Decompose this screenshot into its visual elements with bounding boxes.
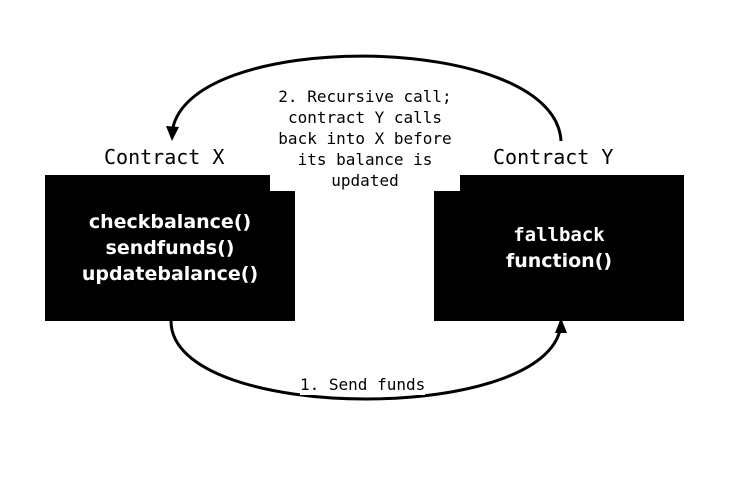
recursive-call-arrow — [170, 54, 563, 142]
recursive-call-label: 2. Recursive call; contract Y calls back… — [270, 86, 460, 191]
recursive-call-arrowhead — [166, 126, 179, 141]
recursive-call-line-5: updated — [331, 171, 399, 190]
contract-x-box: checkbalance() sendfunds() updatebalance… — [45, 175, 295, 321]
recursive-call-line-1: 2. Recursive call; — [278, 87, 452, 106]
contract-y-box: fallback function() — [434, 175, 684, 321]
function-function: function() — [505, 250, 613, 272]
function-checkbalance: checkbalance() — [88, 211, 252, 233]
function-fallback: fallback — [513, 224, 605, 246]
send-funds-arrowhead — [555, 318, 567, 333]
recursive-call-line-3: back into X before — [278, 129, 452, 148]
function-sendfunds: sendfunds() — [105, 237, 235, 259]
contract-x-title: Contract X — [104, 145, 225, 169]
send-funds-label: 1. Send funds — [300, 374, 426, 395]
send-funds-arrow — [169, 320, 563, 401]
function-updatebalance: updatebalance() — [81, 263, 259, 285]
recursive-call-line-2: contract Y calls — [287, 108, 443, 127]
contract-y-title: Contract Y — [493, 145, 614, 169]
recursive-call-line-4: its balance is — [297, 150, 433, 169]
